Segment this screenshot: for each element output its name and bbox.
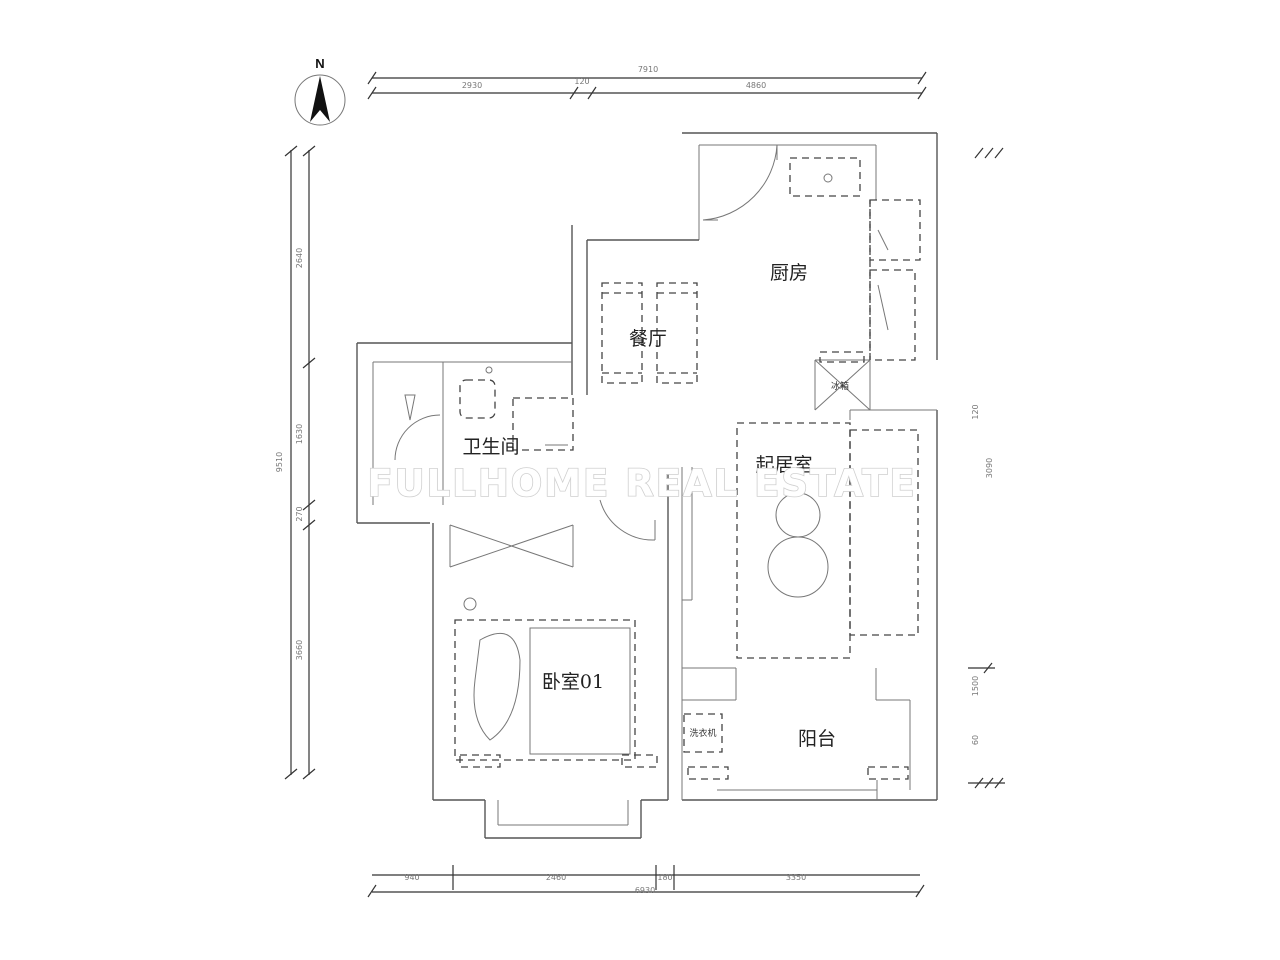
dim-bottom-3: 180	[657, 873, 672, 882]
bedroom-furniture	[449, 524, 658, 768]
compass: N	[294, 56, 346, 126]
dim-bottom-total: 6930	[635, 886, 655, 895]
walls	[356, 132, 938, 839]
dim-left-total: 9510	[275, 452, 284, 472]
north-arrow-icon	[310, 76, 330, 122]
dim-top-left: 2930	[462, 81, 482, 90]
dim-right-1: 120	[971, 404, 980, 419]
dim-right-3: 1500	[971, 676, 980, 696]
dim-left-2: 1630	[295, 424, 304, 444]
dim-left-1: 2640	[295, 248, 304, 268]
living-furniture	[736, 422, 919, 659]
right-dimensions: 120 3090 1500 60	[968, 147, 1005, 789]
left-dimensions: 9510 2640 1630 270 3660	[275, 145, 316, 780]
dim-top-right: 4860	[746, 81, 766, 90]
dim-right-2: 3090	[985, 458, 994, 478]
room-label-bedroom: 卧室01	[542, 671, 604, 693]
kitchen-fixtures	[789, 157, 921, 361]
dim-top-total: 7910	[638, 65, 658, 74]
dim-left-3: 270	[295, 506, 304, 521]
dim-bottom-4: 3350	[786, 873, 806, 882]
room-label-kitchen: 厨房	[770, 262, 808, 284]
doors	[394, 144, 778, 541]
dim-bottom-1: 940	[404, 873, 419, 882]
bathroom-fixtures	[404, 366, 574, 451]
room-label-bathroom: 卫生间	[462, 436, 519, 458]
fridge-label: 冰箱	[831, 380, 849, 392]
compass-label: N	[315, 56, 324, 71]
washer-label: 洗衣机	[689, 727, 716, 739]
dim-left-4: 3660	[295, 640, 304, 660]
dim-bottom-2: 2460	[546, 873, 566, 882]
washer: 洗衣机	[683, 713, 909, 780]
room-label-dining: 餐厅	[629, 328, 667, 350]
dim-top-mid: 120	[574, 77, 589, 86]
dining-table	[601, 282, 698, 384]
bottom-dimensions: 940 2460 180 3350 6930	[367, 865, 925, 898]
top-dimensions: 7910 2930 120 4860	[367, 65, 927, 100]
compass-ring	[294, 74, 346, 126]
room-label-balcony: 阳台	[798, 728, 836, 750]
fridge: 冰箱	[814, 351, 871, 411]
room-label-living: 起居室	[755, 454, 812, 476]
watermark: FULLHOME REAL ESTATE	[367, 462, 916, 505]
dim-right-4: 60	[971, 735, 980, 745]
